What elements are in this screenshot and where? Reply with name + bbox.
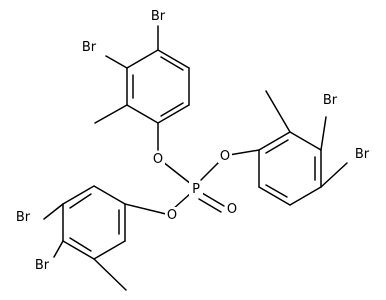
p-o-bond [200, 159, 222, 181]
bromine-label: Br [151, 9, 166, 24]
bottom-aryl-ring [43, 185, 167, 291]
bond [93, 185, 126, 205]
bond [126, 104, 159, 124]
double-bond-inner [69, 237, 92, 252]
bromine-label: Br [35, 258, 50, 273]
bond [258, 131, 291, 151]
bond [62, 185, 95, 205]
double-bond-inner [69, 193, 92, 209]
bond [157, 104, 190, 124]
right-aryl-ring [228, 90, 348, 206]
double-bond-inner [160, 102, 184, 117]
bond [157, 49, 190, 69]
bond [289, 186, 322, 206]
bromine-label: Br [355, 147, 370, 162]
bond-to-br [105, 55, 128, 69]
p-double-o-bond [198, 198, 222, 213]
phosphate-core [157, 157, 225, 213]
double-bond-inner [265, 184, 288, 198]
bond-to-oxygen [228, 149, 260, 156]
bond [289, 131, 322, 151]
bond [258, 186, 291, 206]
bond-to-br [320, 116, 327, 151]
phosphorus-label: P [192, 182, 200, 197]
oxygen-label: O [153, 152, 163, 167]
p-double-o-bond [201, 192, 225, 207]
bromine-label: Br [82, 40, 97, 55]
methyl-bond [93, 258, 127, 291]
top-aryl-ring [94, 25, 190, 151]
bond [126, 49, 159, 69]
methyl-bond [94, 104, 128, 124]
bond [62, 240, 95, 260]
bromine-label: Br [16, 210, 31, 225]
bond-to-br [320, 162, 348, 188]
double-bond-inner [160, 56, 184, 71]
bromine-label: Br [323, 93, 338, 108]
oxygen-label: O [167, 208, 177, 223]
atom-labels: Br Br Br Br Br Br O O O O P [12, 7, 374, 274]
oxygen-label: O [220, 149, 230, 164]
bond-to-oxygen [124, 203, 167, 215]
bond-to-br [53, 240, 64, 258]
oxygen-label: O [227, 202, 237, 217]
double-bond-inner [265, 139, 289, 154]
methyl-bond [265, 90, 291, 133]
bond [93, 240, 126, 260]
bond-to-br [43, 203, 64, 220]
